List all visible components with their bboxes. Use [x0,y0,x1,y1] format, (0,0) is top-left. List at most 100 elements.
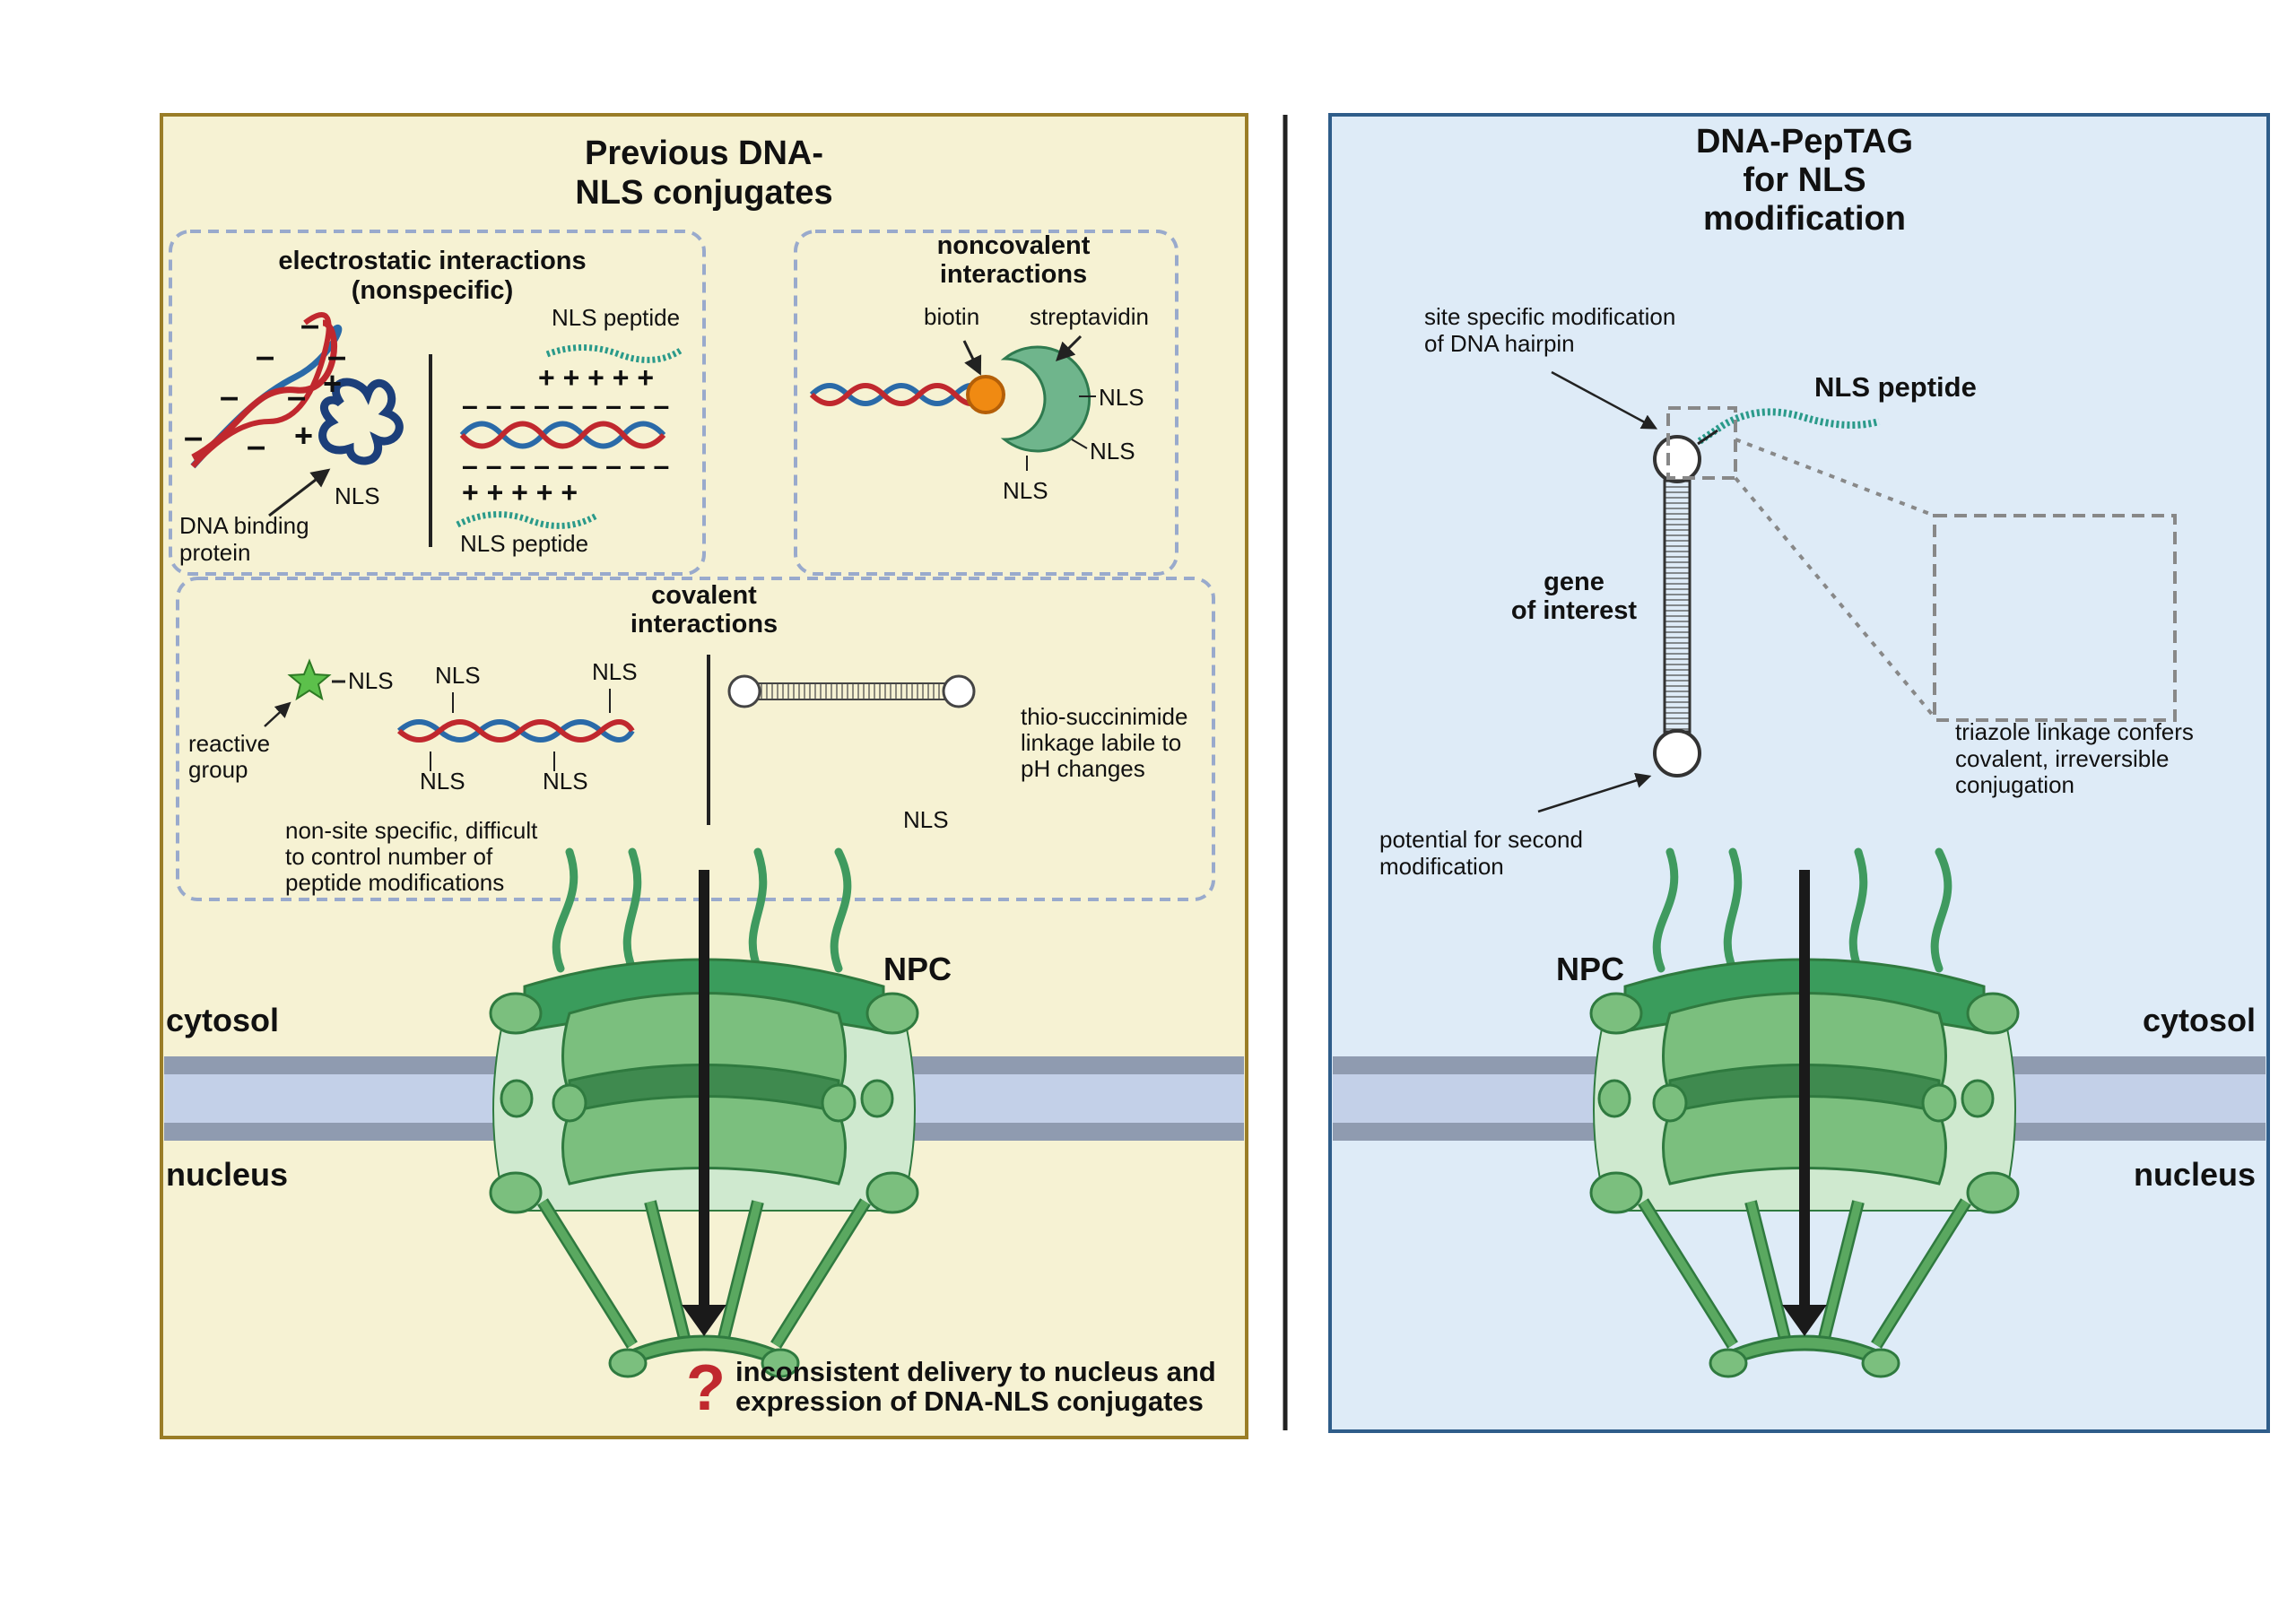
site-specific-arrow [1551,370,1658,430]
nuclear-membrane-right [1333,1056,2266,1141]
reactive-line1: reactive [188,730,270,757]
charge-minus: – [287,378,306,416]
left-cytosol-label: cytosol [166,1002,279,1038]
left-nucleus-label: nucleus [166,1156,288,1193]
electrostatic-nls-label: NLS [335,482,380,509]
electrostatic-box: electrostatic interactions (nonspecific)… [169,230,706,576]
right-transport-arrow-head [1782,1305,1827,1336]
electrostatic-title-line1: electrostatic interactions [278,247,586,275]
peptide-linker [1697,429,1718,446]
left-npc-label: NPC [883,951,952,987]
streptavidin-arrow [1056,334,1083,361]
covalent-box: covalent interactions NLS reactive group… [176,577,1215,901]
dna-binding-line2: protein [179,539,251,566]
conclusion-line2: expression of DNA-NLS conjugates [735,1385,1204,1417]
nuclear-membrane-left [164,1056,1244,1141]
second-mod-arrow [1537,772,1652,813]
triazole-line1: triazole linkage confers [1955,718,2194,745]
biotin-label: biotin [924,303,979,330]
charge-minus: – [247,428,265,465]
biotin-sphere [966,375,1005,414]
right-cytosol-label: cytosol [2143,1002,2256,1038]
charge-minus: – [184,419,203,456]
charge-minus: – [256,338,274,376]
dsdna-red [459,421,666,449]
conclusion-line1: inconsistent delivery to nucleus and [735,1356,1216,1387]
cov-nls-4: NLS [543,768,588,795]
potential-line1: potential for second [1379,826,1583,853]
thio-line1: thio-succinimide [1021,703,1187,730]
membrane-inner [164,1074,553,1123]
triazole-line3: conjugation [1955,771,2074,798]
plus-row-top: + + + + + [538,361,654,394]
hairpin-top-loop [1653,435,1701,483]
electrostatic-title-line2: (nonspecific) [352,276,513,305]
charge-minus: – [220,378,239,416]
cov-nls-5: NLS [903,806,949,833]
covalent-title-line2: interactions [631,610,778,638]
zoom-line [1735,438,1935,517]
charge-plus: + [323,365,342,402]
thio-line2: linkage labile to [1021,729,1181,756]
reactive-line2: group [188,756,248,783]
covalent-title-line1: covalent [651,581,757,610]
nls-peptide-top-label: NLS peptide [552,304,680,331]
pore-nodule [1597,1079,1631,1118]
biotin-arrow [962,340,982,376]
noncov-nls-3: NLS [1003,477,1048,504]
reactive-arrow [264,701,291,727]
dsdna-blue [459,421,666,449]
dna-strand-red [191,319,337,461]
cov-nls-3: NLS [420,768,465,795]
dna-strand-red-2 [190,312,332,469]
right-title-line2: for NLS [1743,161,1866,199]
noncovalent-title-line1: noncovalent [937,231,1091,260]
pore-nodule [1961,1079,1995,1118]
gene-line2: of interest [1511,596,1638,625]
right-nls-peptide [1697,408,1881,445]
noncov-nls-1: NLS [1099,384,1144,411]
pore-nodule [860,1079,894,1118]
horizontal-hairpin [757,682,947,700]
membrane-inner [1333,1074,1652,1123]
nls-peptide-bottom-label: NLS peptide [460,530,588,557]
charge-plus: + [294,417,313,454]
transport-arrow-head [682,1305,726,1336]
right-panel: DNA-PepTAG for NLS modification site spe… [1328,113,2270,1433]
nls-peptide-bottom [456,511,598,529]
dna-binding-protein [318,378,404,465]
hairpin-loop-left [727,674,761,708]
nls-peptide-top [545,344,683,363]
hairpin-bottom-loop [1653,729,1701,777]
left-panel: Previous DNA- NLS conjugates electrostat… [160,113,1248,1439]
minus-row-top: – – – – – – – – – [462,389,669,421]
nonsite-line3: peptide modifications [285,869,504,896]
pore-nodule [500,1079,534,1118]
minus-row-bottom: – – – – – – – – – [462,449,669,482]
potential-line2: modification [1379,853,1504,880]
charge-minus: – [300,307,319,344]
right-npc-label: NPC [1556,951,1624,987]
cov-nls-1: NLS [435,662,481,689]
noncovalent-title-line2: interactions [940,260,1087,289]
noncov-dna-red [809,383,985,406]
right-title-line1: DNA-PepTAG [1696,123,1913,161]
reactive-group-star [287,658,332,701]
membrane-inner [1949,1074,2266,1123]
site-specific-line2: of DNA hairpin [1424,330,1575,357]
noncov-nls-2: NLS [1090,438,1135,465]
membrane-inner [850,1074,1244,1123]
question-mark-icon: ? [686,1352,726,1424]
noncov-dna-blue [809,383,985,406]
covalent-frame [176,577,1215,901]
hairpin-loop-right [942,674,976,708]
nonsite-line2: to control number of [285,843,493,870]
gene-line1: gene [1544,568,1605,596]
noncovalent-box: noncovalent interactions biotin streptav… [794,230,1178,576]
triazole-line2: covalent, irreversible [1955,745,2169,772]
protein-arrow [268,468,331,517]
right-title-line3: modification [1703,200,1906,238]
cov-dna-red [396,719,635,743]
zoom-line [1734,476,1936,719]
